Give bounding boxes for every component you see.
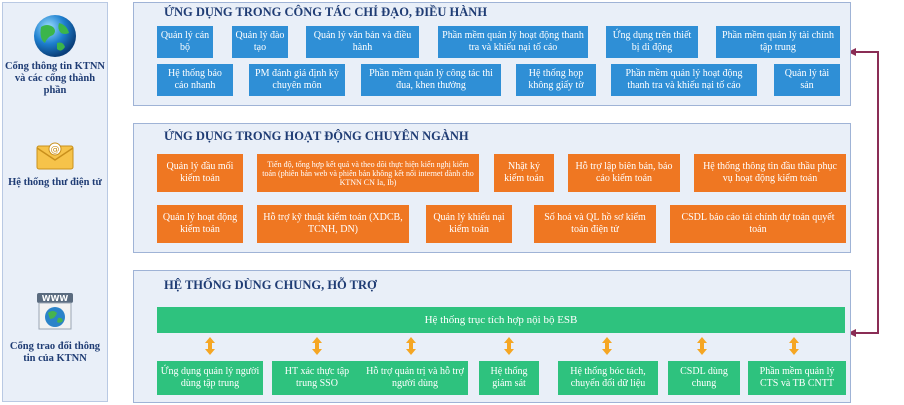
- updown-arrow-icon: [312, 337, 322, 355]
- shared-system[interactable]: Hệ thống giám sát: [479, 361, 539, 395]
- professional-app[interactable]: Quản lý khiếu nại kiểm toán: [426, 205, 512, 243]
- updown-arrow-icon: [697, 337, 707, 355]
- portal-label[interactable]: Cổng thông tin KTNN và các cổng thành ph…: [4, 61, 106, 96]
- professional-app[interactable]: Hỗ trợ kỹ thuật kiểm toán (XDCB, TCNH, D…: [257, 205, 409, 243]
- www-globe-icon: WWW: [37, 293, 73, 330]
- direction-app[interactable]: Hệ thống họp không giấy tờ: [516, 64, 596, 96]
- www-text: WWW: [42, 294, 69, 303]
- updown-arrow-icon: [406, 337, 416, 355]
- direction-app[interactable]: Phần mềm quản lý hoạt động thanh tra và …: [438, 26, 588, 58]
- shared-section: HỆ THỐNG DÙNG CHUNG, HỖ TRỢ Hệ thống trụ…: [133, 270, 851, 403]
- shared-system[interactable]: Hệ thống bóc tách, chuyển đổi dữ liệu: [558, 361, 658, 395]
- professional-section: ỨNG DỤNG TRONG HOẠT ĐỘNG CHUYÊN NGÀNH Qu…: [133, 123, 851, 253]
- left-portals-panel: Cổng thông tin KTNN và các cổng thành ph…: [2, 2, 108, 402]
- professional-app[interactable]: Hỗ trợ lập biên bản, báo cáo kiểm toán: [568, 154, 680, 192]
- direction-app[interactable]: Quản lý đào tạo: [232, 26, 288, 58]
- svg-text:@: @: [51, 145, 60, 155]
- shared-system[interactable]: Hỗ trợ quản trị và hỗ trợ người dùng: [362, 361, 468, 395]
- professional-app[interactable]: Quản lý đầu mối kiểm toán: [157, 154, 243, 192]
- shared-title: HỆ THỐNG DÙNG CHUNG, HỖ TRỢ: [164, 278, 377, 292]
- direction-app[interactable]: Quản lý cán bộ: [157, 26, 213, 58]
- shared-system[interactable]: CSDL dùng chung: [668, 361, 740, 395]
- shared-system[interactable]: Ứng dụng quản lý người dùng tập trung: [157, 361, 263, 395]
- direction-app[interactable]: Ứng dụng trên thiết bị di động: [606, 26, 698, 58]
- portal-group: Cổng thông tin KTNN và các cổng thành ph…: [3, 13, 107, 97]
- exchange-group: WWW Cổng trao đổi thông tin của KTNN: [3, 291, 107, 365]
- mail-label[interactable]: Hệ thống thư điện tử: [8, 177, 102, 188]
- direction-app[interactable]: PM đánh giá định kỳ chuyên môn: [249, 64, 345, 96]
- esb-bar[interactable]: Hệ thống trục tích hợp nội bộ ESB: [157, 307, 845, 333]
- updown-arrow-icon: [602, 337, 612, 355]
- updown-arrow-icon: [789, 337, 799, 355]
- direction-app[interactable]: Phần mềm quản lý hoạt động thanh tra và …: [611, 64, 757, 96]
- updown-arrow-icon: [504, 337, 514, 355]
- professional-app[interactable]: CSDL báo cáo tài chính dự toán quyết toá…: [670, 205, 846, 243]
- professional-title: ỨNG DỤNG TRONG HOẠT ĐỘNG CHUYÊN NGÀNH: [164, 129, 469, 143]
- connector-arrow-icon: [848, 48, 879, 337]
- direction-app[interactable]: Quản lý tài sản: [774, 64, 840, 96]
- direction-app[interactable]: Phần mềm quản lý công tác thi đua, khen …: [361, 64, 501, 96]
- professional-app[interactable]: Hệ thống thông tin đầu thầu phục vụ hoạt…: [694, 154, 846, 192]
- professional-app[interactable]: Số hoá và QL hồ sơ kiểm toán điện tử: [534, 205, 656, 243]
- direction-section: ỨNG DỤNG TRONG CÔNG TÁC CHỈ ĐẠO, ĐIỀU HÀ…: [133, 2, 851, 106]
- direction-app[interactable]: Quản lý văn bản và điều hành: [306, 26, 419, 58]
- mail-icon: @: [36, 142, 74, 170]
- mail-group: @ Hệ thống thư điện tử: [3, 141, 107, 189]
- shared-system[interactable]: Phần mềm quản lý CTS và TB CNTT: [748, 361, 846, 395]
- updown-arrow-icon: [205, 337, 215, 355]
- globe-icon: [34, 15, 76, 57]
- professional-app[interactable]: Nhật ký kiểm toán: [494, 154, 554, 192]
- professional-app[interactable]: Quản lý hoạt động kiểm toán: [157, 205, 243, 243]
- exchange-label[interactable]: Cổng trao đổi thông tin của KTNN: [9, 341, 101, 364]
- direction-app[interactable]: Hệ thống báo cáo nhanh: [157, 64, 233, 96]
- direction-app[interactable]: Phần mềm quản lý tài chính tập trung: [716, 26, 840, 58]
- professional-app[interactable]: Tiến độ, tổng hợp kết quả và theo dõi th…: [257, 154, 479, 192]
- direction-title: ỨNG DỤNG TRONG CÔNG TÁC CHỈ ĐẠO, ĐIỀU HÀ…: [164, 5, 488, 19]
- shared-system[interactable]: HT xác thực tập trung SSO: [272, 361, 362, 395]
